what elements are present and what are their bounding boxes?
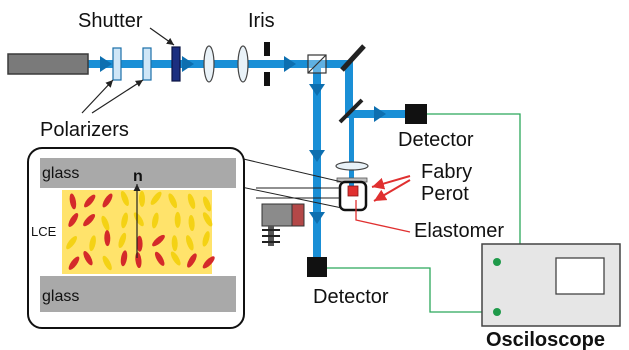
beam-horizontal-to-mirror bbox=[321, 60, 353, 68]
elastomer-pointer bbox=[355, 200, 411, 233]
beam-splitter-icon bbox=[307, 54, 327, 74]
detector-icon bbox=[307, 257, 327, 277]
lce-molecules bbox=[66, 190, 215, 271]
lce-molecule bbox=[174, 211, 181, 228]
fabry-perot-label-line2: Perot bbox=[421, 183, 469, 205]
polarizer-arrow-2 bbox=[91, 79, 144, 114]
lce-molecule bbox=[187, 193, 196, 209]
beam-vertical-from-mirror bbox=[345, 60, 353, 116]
lce-molecule bbox=[89, 235, 96, 252]
oscilloscope-icon bbox=[481, 243, 621, 327]
beam-arrow-3 bbox=[284, 56, 296, 72]
glass-top-slab bbox=[40, 158, 236, 188]
lce-molecule bbox=[188, 215, 195, 231]
beam-arrow-6 bbox=[309, 212, 325, 224]
oscilloscope-label: Osciloscope bbox=[486, 329, 605, 350]
polarizers-label: Polarizers bbox=[40, 119, 129, 141]
lce-molecule bbox=[120, 250, 128, 267]
glass-bottom-slab bbox=[40, 276, 236, 312]
lce-molecule bbox=[102, 193, 113, 208]
iris-icon bbox=[264, 42, 270, 86]
fabry-arrow-1 bbox=[371, 175, 411, 190]
lce-molecule bbox=[133, 212, 144, 227]
lce-label: LCE bbox=[31, 224, 57, 239]
beam-arrow-1 bbox=[100, 56, 112, 72]
lce-molecule bbox=[185, 235, 194, 251]
laser-source-icon bbox=[7, 53, 89, 75]
elastomer-sample bbox=[347, 185, 359, 197]
detector-top-label: Detector bbox=[398, 129, 474, 151]
lce-molecule bbox=[66, 235, 78, 250]
director-label: n bbox=[133, 168, 143, 185]
lce-molecule bbox=[202, 196, 212, 212]
mirror-icon bbox=[340, 44, 366, 72]
lce-molecule bbox=[102, 255, 112, 271]
lce-molecule bbox=[202, 256, 215, 269]
lce-molecule bbox=[170, 251, 181, 266]
lce-molecule bbox=[187, 253, 197, 268]
lce-molecule bbox=[69, 193, 77, 210]
lce-molecule bbox=[154, 251, 165, 266]
glass-top-label: glass bbox=[42, 165, 79, 182]
lce-molecule bbox=[136, 235, 143, 252]
lce-inset: n glass LCE glass bbox=[27, 147, 245, 329]
lce-molecule bbox=[152, 234, 165, 247]
beam-arrow-2 bbox=[182, 56, 194, 72]
beam-arrow-5 bbox=[309, 150, 325, 162]
lce-molecule bbox=[118, 232, 127, 249]
lce-molecule bbox=[120, 190, 129, 207]
beam-arrow-4 bbox=[309, 84, 325, 96]
lce-molecule bbox=[101, 215, 110, 231]
beam-arrows bbox=[100, 56, 386, 224]
polarizer-icon bbox=[112, 47, 122, 81]
fabry-arrow-2 bbox=[373, 179, 411, 202]
lce-molecule bbox=[83, 213, 96, 227]
lce-molecule bbox=[202, 212, 213, 227]
lce-molecule bbox=[84, 194, 96, 208]
beam-vertical-down bbox=[313, 66, 321, 260]
shutter-label: Shutter bbox=[78, 10, 143, 32]
lce-molecule bbox=[138, 190, 146, 207]
polarizer-icon bbox=[142, 47, 152, 81]
lce-molecule bbox=[104, 230, 111, 247]
mirror-icon bbox=[338, 98, 364, 124]
lens-icon bbox=[203, 45, 215, 83]
translation-stage bbox=[256, 187, 340, 246]
lce-molecule bbox=[150, 191, 162, 205]
polarizer-arrow-1 bbox=[81, 79, 114, 114]
lce-molecule bbox=[151, 212, 159, 229]
detector-icon bbox=[405, 104, 427, 124]
lce-molecule bbox=[168, 193, 178, 209]
shutter-icon bbox=[171, 46, 181, 82]
beam-arrow-7 bbox=[374, 106, 386, 122]
detector-bottom-label: Detector bbox=[313, 286, 389, 308]
lce-molecule bbox=[68, 213, 79, 227]
lce-molecule bbox=[202, 231, 210, 247]
elastomer-label: Elastomer bbox=[414, 220, 504, 242]
fabry-perot-label-line1: Fabry bbox=[421, 161, 472, 183]
lce-molecule bbox=[121, 212, 128, 229]
signal-wire-bottom bbox=[327, 267, 497, 313]
lce-molecule bbox=[171, 235, 178, 252]
lce-molecule bbox=[83, 251, 93, 266]
beam-branch-to-sample bbox=[349, 116, 354, 188]
shutter-arrow bbox=[149, 27, 175, 46]
lens-icon bbox=[237, 45, 249, 83]
lens-icon bbox=[335, 161, 369, 171]
iris-label: Iris bbox=[248, 10, 275, 32]
sample-holder-frame bbox=[338, 180, 368, 212]
glass-bottom-label: glass bbox=[42, 288, 79, 305]
lce-molecule bbox=[68, 256, 80, 270]
